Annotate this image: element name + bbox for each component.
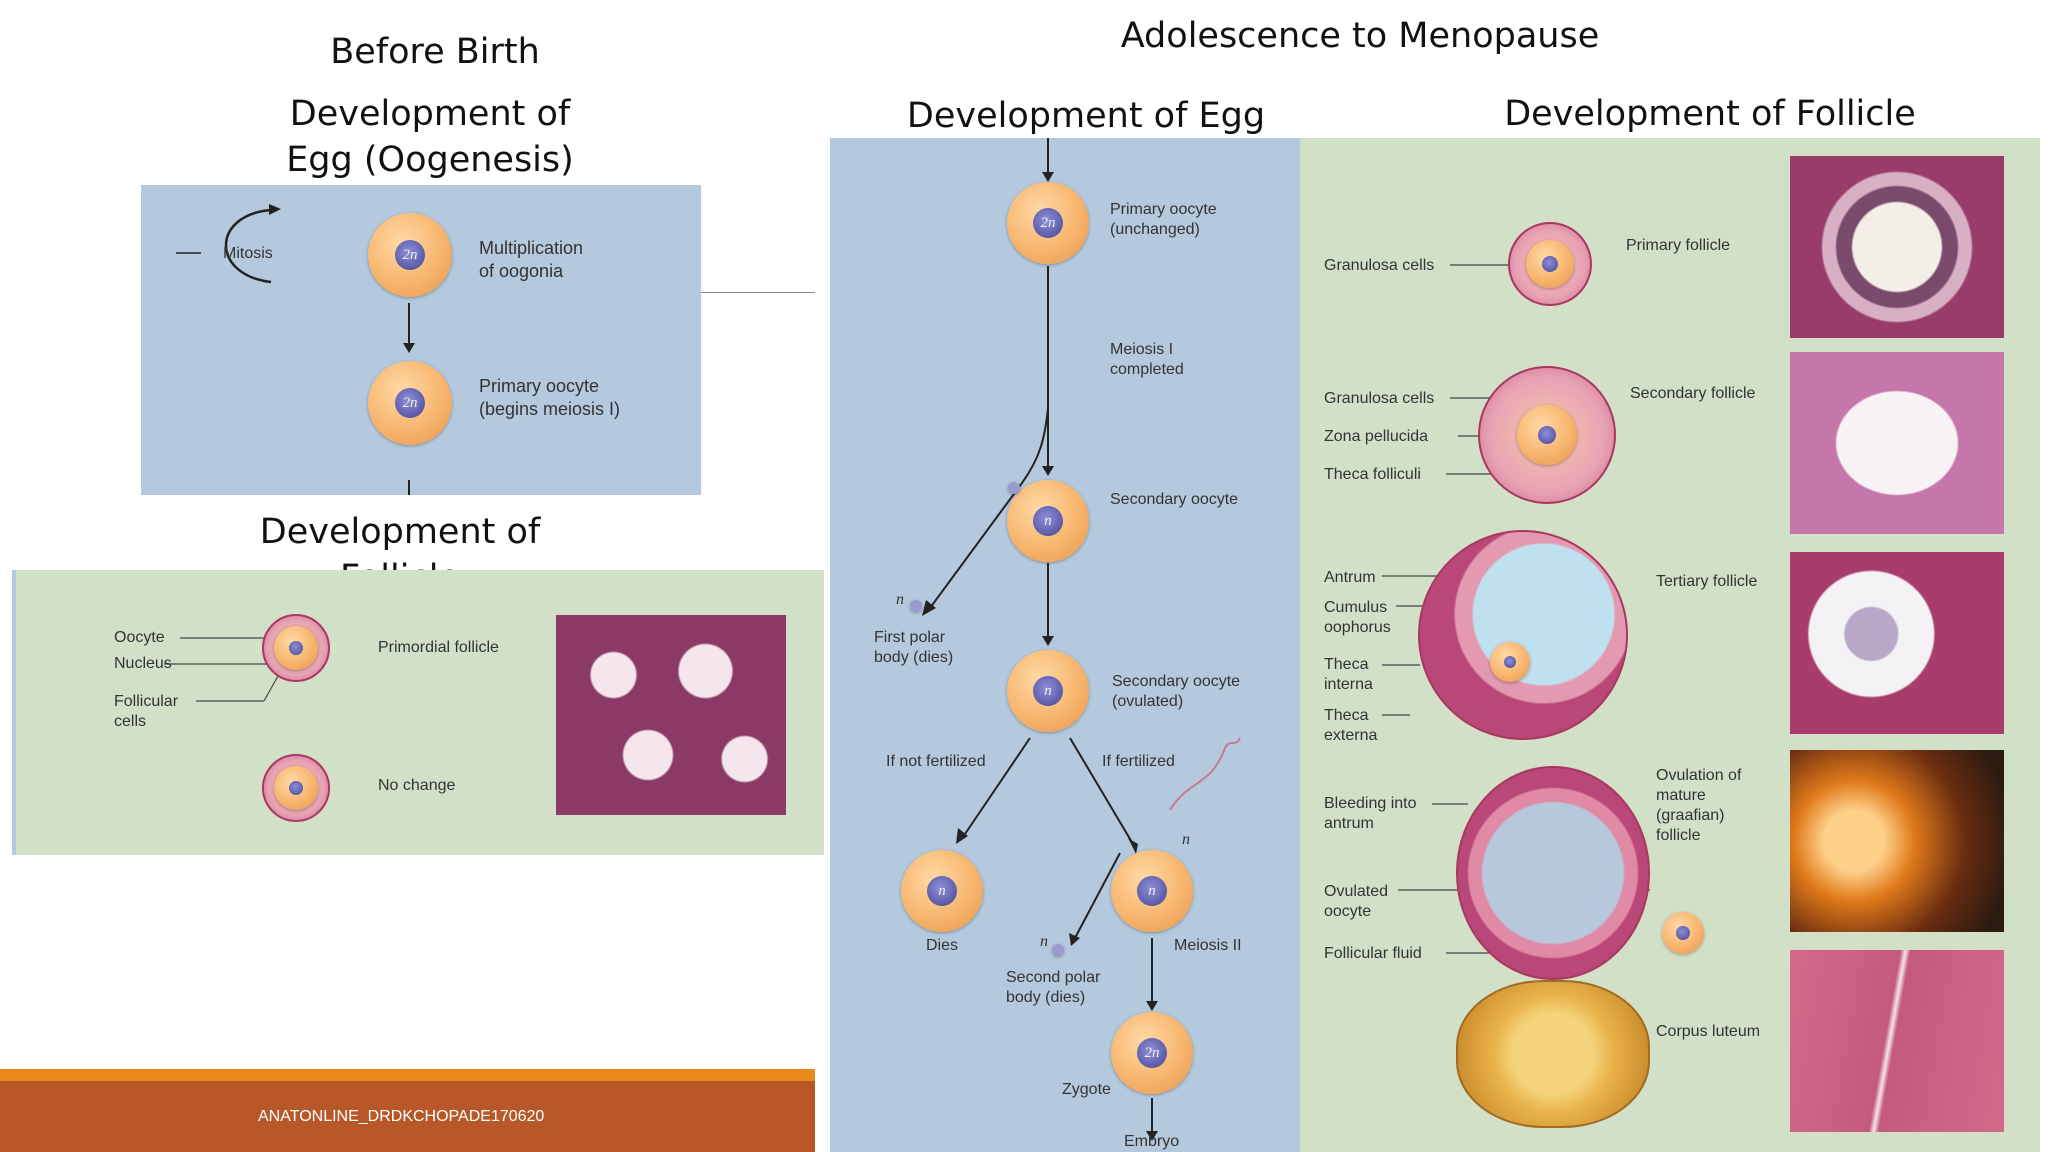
first-polar-n: n bbox=[896, 591, 904, 608]
ovulating-follicle-drawing bbox=[1456, 766, 1650, 980]
follicular-cells-label: Follicular cells bbox=[114, 693, 179, 730]
left-oogenesis-panel: Mitosis 2n Multiplication of oogonia 2n … bbox=[141, 185, 701, 495]
dies-label: Dies bbox=[926, 937, 959, 954]
first-polar-body-attached bbox=[1008, 482, 1020, 494]
zygote-nucleus: 2n bbox=[1137, 1038, 1167, 1068]
right-oogenesis-panel: 2n Primary oocyte (unchanged) Meiosis I … bbox=[830, 138, 1300, 1152]
theca-interna-label: Theca interna bbox=[1324, 656, 1373, 693]
primary-oocyte-unchanged-label: Primary oocyte (unchanged) bbox=[1110, 201, 1217, 238]
primary-follicle-micrograph bbox=[1790, 156, 2004, 338]
dies-cell: n bbox=[901, 850, 983, 932]
mitosis-loop-arrow bbox=[224, 208, 272, 284]
cumulus-label: Cumulus oophorus bbox=[1324, 599, 1391, 636]
second-polar-body bbox=[1052, 944, 1064, 956]
primary-oocyte-label: Primary oocyte (begins meiosis I) bbox=[479, 376, 621, 419]
secondary-oocyte-cell: n bbox=[1007, 480, 1089, 562]
granulosa-cells-label-2: Granulosa cells bbox=[1324, 390, 1435, 407]
primordial-micrograph bbox=[556, 615, 786, 815]
primary-follicle-drawing bbox=[1508, 222, 1592, 306]
secondary-oocyte-nucleus: n bbox=[1033, 506, 1063, 536]
if-not-fertilized-label: If not fertilized bbox=[886, 753, 986, 770]
right-follicle-panel: Granulosa cells Primary follicle Granulo… bbox=[1300, 138, 2040, 1152]
meiosis2-label: Meiosis II bbox=[1174, 937, 1242, 954]
first-polar-label: First polar body (dies) bbox=[874, 629, 954, 666]
primary-oocyte-cell: 2n bbox=[368, 361, 452, 445]
primary-follicle-label: Primary follicle bbox=[1626, 237, 1731, 254]
corpus-luteum-drawing bbox=[1456, 980, 1650, 1128]
corpus-luteum-micrograph bbox=[1790, 950, 2004, 1132]
left-oogenesis-arrows bbox=[176, 204, 415, 495]
nucleus-label: Nucleus bbox=[114, 655, 172, 672]
ovulation-label: Ovulation of mature (graafian) follicle bbox=[1656, 767, 1742, 844]
right-follicle-heading: Development of Follicle bbox=[1504, 94, 1916, 134]
secondary-follicle-drawing bbox=[1478, 366, 1616, 504]
unchanged-follicle-drawing bbox=[262, 754, 330, 822]
secondary-follicle-label: Secondary follicle bbox=[1630, 385, 1756, 402]
corpus-luteum-label: Corpus luteum bbox=[1656, 1023, 1761, 1040]
embryo-label: Embryo bbox=[1124, 1133, 1180, 1150]
secondary-oocyte-label: Secondary oocyte bbox=[1110, 491, 1239, 508]
multiplication-label: Multiplication of oogonia bbox=[479, 238, 584, 281]
tertiary-follicle-label: Tertiary follicle bbox=[1656, 573, 1758, 590]
sperm-n: n bbox=[1182, 831, 1190, 848]
theca-externa-label: Theca externa bbox=[1324, 707, 1378, 744]
ovulation-micrograph bbox=[1790, 750, 2004, 932]
footer-bar bbox=[0, 1069, 815, 1152]
granulosa-cells-label-1: Granulosa cells bbox=[1324, 257, 1435, 274]
first-polar-body bbox=[910, 600, 922, 612]
fertilized-oocyte-cell: n bbox=[1111, 850, 1193, 932]
ovulated-oocyte-drawing bbox=[1662, 912, 1704, 954]
ovulated-oocyte-cell: n bbox=[1007, 650, 1089, 732]
footer-text: ANATONLINE_DRDKCHOPADE170620 bbox=[258, 1108, 545, 1125]
left-follicle-panel: Oocyte Nucleus Follicular cells Primordi… bbox=[12, 570, 824, 855]
primary-oocyte-unchanged-cell: 2n bbox=[1007, 182, 1089, 264]
ovulated-oocyte-nucleus: n bbox=[1033, 676, 1063, 706]
primary-oocyte-nucleus: 2n bbox=[395, 388, 425, 418]
oogonium-cell: 2n bbox=[368, 213, 452, 297]
primordial-follicle-label: Primordial follicle bbox=[378, 639, 499, 656]
ovulated-oocyte-label: Ovulated oocyte bbox=[1324, 883, 1389, 920]
before-birth-heading: Before Birth bbox=[330, 32, 540, 72]
oogenesis-arrows bbox=[922, 138, 1241, 1141]
dies-nucleus: n bbox=[927, 876, 957, 906]
primary-oocyte-unchanged-nucleus: 2n bbox=[1033, 208, 1063, 238]
secondary-follicle-micrograph bbox=[1790, 352, 2004, 534]
if-fertilized-label: If fertilized bbox=[1102, 753, 1175, 770]
mitosis-label: Mitosis bbox=[223, 245, 273, 262]
second-polar-label: Second polar body (dies) bbox=[1006, 969, 1101, 1006]
no-change-label: No change bbox=[378, 777, 456, 794]
oocyte-label: Oocyte bbox=[114, 629, 165, 646]
adolescence-heading: Adolescence to Menopause bbox=[1120, 16, 1600, 56]
bleeding-label: Bleeding into antrum bbox=[1324, 795, 1417, 832]
fertilized-oocyte-nucleus: n bbox=[1137, 876, 1167, 906]
meiosis1-label: Meiosis I completed bbox=[1110, 341, 1184, 378]
oogonium-nucleus: 2n bbox=[395, 240, 425, 270]
antrum-label: Antrum bbox=[1324, 569, 1376, 586]
secondary-ovulated-label: Secondary oocyte (ovulated) bbox=[1112, 673, 1241, 710]
zygote-cell: 2n bbox=[1111, 1012, 1193, 1094]
connector-line bbox=[701, 292, 815, 293]
theca-folliculi-label: Theca folliculi bbox=[1324, 466, 1421, 483]
follicular-fluid-label: Follicular fluid bbox=[1324, 945, 1422, 962]
zygote-label: Zygote bbox=[1062, 1081, 1111, 1098]
second-polar-n: n bbox=[1040, 933, 1048, 950]
left-oogenesis-heading: Development of Egg (Oogenesis) bbox=[286, 94, 574, 180]
tertiary-follicle-micrograph bbox=[1790, 552, 2004, 734]
zona-pellucida-label: Zona pellucida bbox=[1324, 428, 1429, 445]
primordial-follicle-drawing bbox=[262, 614, 330, 682]
tertiary-follicle-drawing bbox=[1418, 530, 1628, 740]
